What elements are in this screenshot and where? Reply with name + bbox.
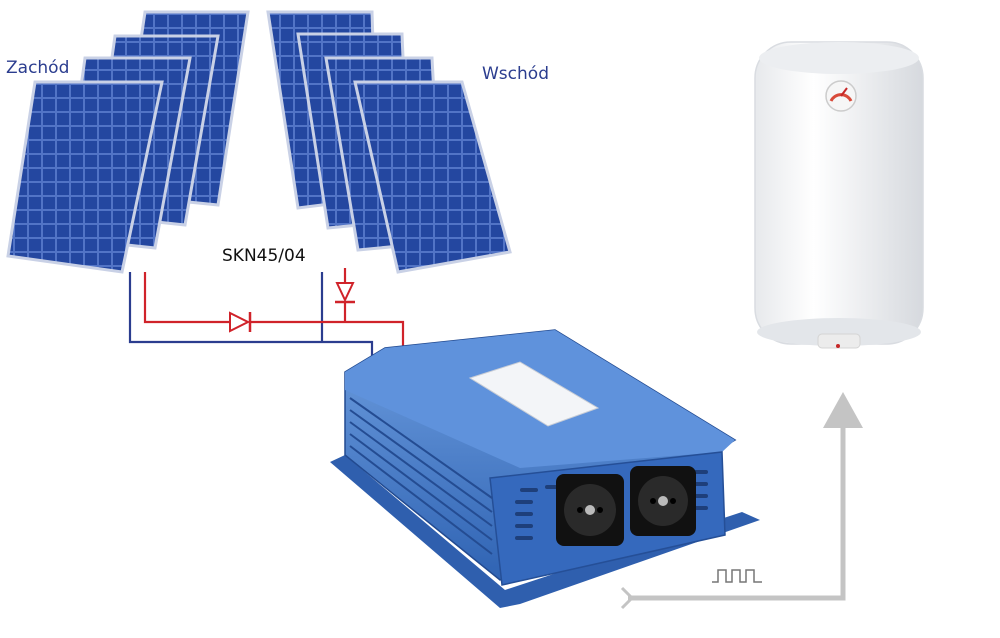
west-label: Zachód	[6, 58, 70, 78]
output-signal-line	[628, 418, 846, 601]
solar-panel-icon	[353, 80, 512, 274]
negative-wiring	[128, 272, 374, 360]
diode-icon	[229, 311, 252, 333]
positive-wiring	[143, 268, 405, 355]
solar-panel-icon	[6, 80, 164, 274]
temperature-gauge-icon	[825, 80, 857, 112]
west-panel-array	[6, 10, 250, 274]
inverter-icon	[330, 329, 760, 608]
diode-icon	[335, 282, 355, 304]
water-heater-icon	[754, 41, 924, 349]
socket-icon	[630, 466, 696, 536]
arrow-tail-icon	[620, 586, 635, 610]
socket-icon	[556, 474, 624, 546]
square-wave-icon	[712, 569, 762, 583]
arrow-up-icon	[823, 392, 863, 428]
east-label: Wschód	[482, 64, 549, 84]
east-panel-array	[266, 10, 512, 274]
controller-model-label: SKN45/04	[222, 246, 306, 266]
